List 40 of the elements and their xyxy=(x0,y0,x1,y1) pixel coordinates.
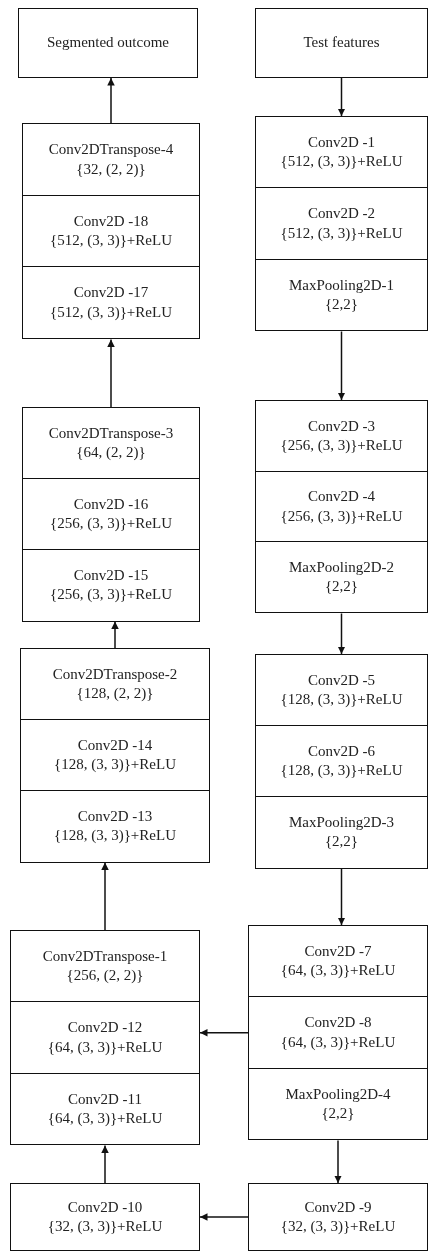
layer-box: Segmented outcome xyxy=(18,8,198,78)
layer-box: Conv2D -12 {64, (3, 3)}+ReLU xyxy=(10,1001,200,1075)
arrow xyxy=(107,338,115,408)
arrow xyxy=(199,1213,249,1221)
arrow xyxy=(199,1029,249,1037)
layer-box: MaxPooling2D-3 {2,2} xyxy=(255,796,428,869)
arrow xyxy=(101,861,109,931)
layer-box: Conv2D -13 {128, (3, 3)}+ReLU xyxy=(20,790,210,863)
layer-box: Conv2D -4 {256, (3, 3)}+ReLU xyxy=(255,470,428,543)
layer-box: Conv2D -1 {512, (3, 3)}+ReLU xyxy=(255,116,428,189)
arrow xyxy=(101,1144,109,1184)
layer-box: MaxPooling2D-2 {2,2} xyxy=(255,541,428,614)
arrow xyxy=(107,77,115,124)
layer-box: Conv2D -15 {256, (3, 3)}+ReLU xyxy=(22,549,200,622)
layer-box: Conv2D -5 {128, (3, 3)}+ReLU xyxy=(255,654,428,727)
layer-box: Conv2D -11 {64, (3, 3)}+ReLU xyxy=(10,1072,200,1146)
layer-box: Conv2D -6 {128, (3, 3)}+ReLU xyxy=(255,725,428,798)
layer-box: Conv2D -2 {512, (3, 3)}+ReLU xyxy=(255,187,428,261)
arrow xyxy=(337,77,346,117)
layer-box: Conv2D -9 {32, (3, 3)}+ReLU xyxy=(248,1183,428,1251)
layer-box: Conv2D -8 {64, (3, 3)}+ReLU xyxy=(248,996,428,1070)
layer-box: Conv2DTranspose-4 {32, (2, 2)} xyxy=(22,123,200,197)
arrow xyxy=(337,867,346,926)
arrow xyxy=(337,330,346,401)
layer-box: MaxPooling2D-1 {2,2} xyxy=(255,258,428,332)
layer-box: Conv2D -7 {64, (3, 3)}+ReLU xyxy=(248,925,428,998)
layer-box: Conv2D -18 {512, (3, 3)}+ReLU xyxy=(22,194,200,268)
arrow xyxy=(337,612,346,655)
layer-box: Conv2D -10 {32, (3, 3)}+ReLU xyxy=(10,1183,200,1251)
layer-box: MaxPooling2D-4 {2,2} xyxy=(248,1067,428,1141)
layer-box: Test features xyxy=(255,8,428,78)
layer-box: Conv2D -3 {256, (3, 3)}+ReLU xyxy=(255,400,428,473)
arrow xyxy=(111,620,119,649)
layer-box: Conv2DTranspose-1 {256, (2, 2)} xyxy=(10,930,200,1003)
arrow xyxy=(334,1139,342,1184)
layer-box: Conv2DTranspose-3 {64, (2, 2)} xyxy=(22,407,200,480)
layer-box: Conv2D -17 {512, (3, 3)}+ReLU xyxy=(22,266,200,340)
layer-box: Conv2D -14 {128, (3, 3)}+ReLU xyxy=(20,719,210,792)
layer-box: Conv2DTranspose-2 {128, (2, 2)} xyxy=(20,648,210,721)
layer-box: Conv2D -16 {256, (3, 3)}+ReLU xyxy=(22,478,200,551)
